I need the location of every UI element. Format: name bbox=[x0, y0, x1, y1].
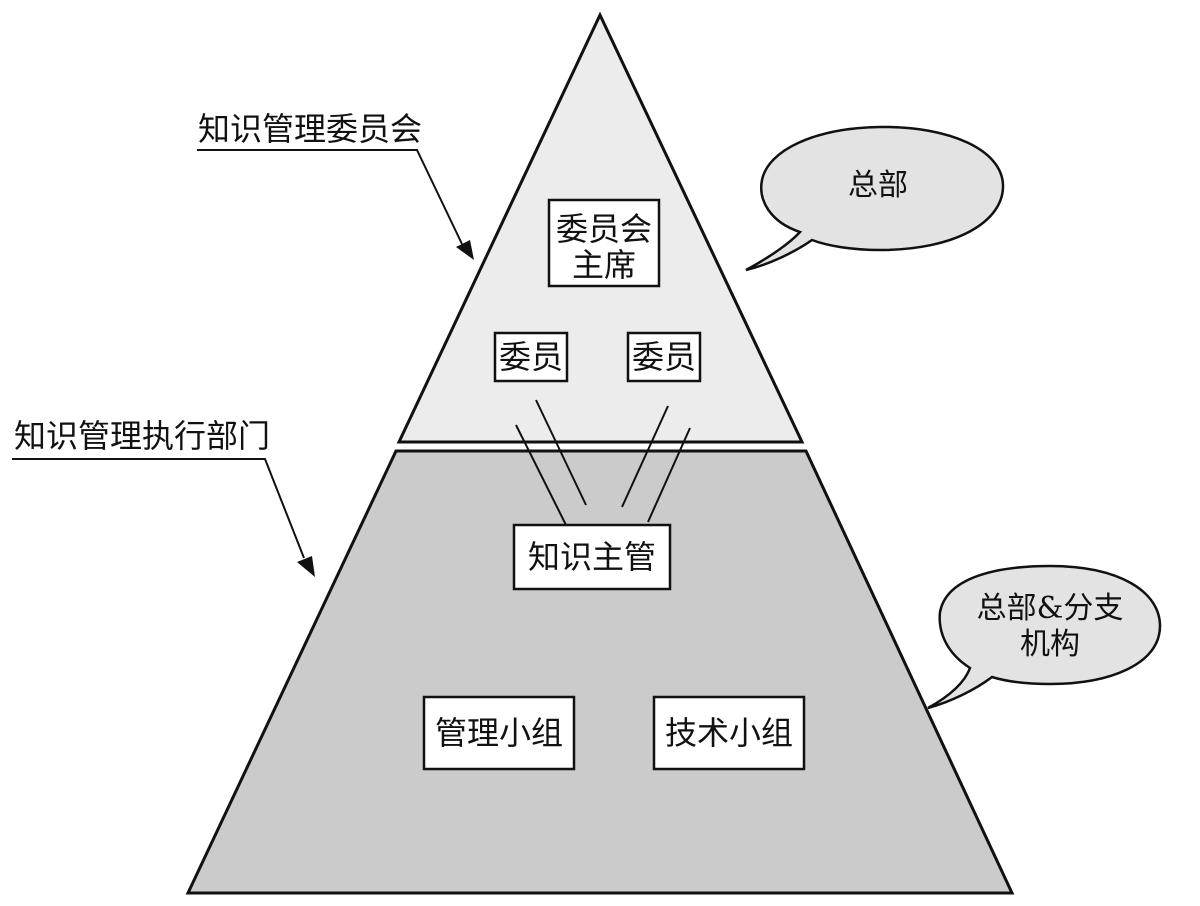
callout-headquarters: 总部 bbox=[745, 125, 1005, 272]
chairman-label-line1: 委员会 bbox=[556, 210, 652, 248]
technical-group-box: 技术小组 bbox=[652, 695, 806, 771]
execution-annotation: 知识管理执行部门 bbox=[12, 417, 315, 577]
hq-and-branch-label-line1: 总部&分支 bbox=[977, 591, 1124, 626]
technical-group-label: 技术小组 bbox=[665, 714, 793, 752]
connector-line bbox=[621, 405, 669, 508]
member-box-right: 委员 bbox=[626, 331, 702, 383]
connector-line bbox=[515, 424, 567, 526]
member-right-label: 委员 bbox=[632, 338, 696, 376]
execution-leader-line bbox=[12, 458, 305, 559]
chairman-box: 委员会 主席 bbox=[547, 198, 661, 288]
speech-bubble-icon bbox=[927, 564, 1162, 710]
member-box-left: 委员 bbox=[493, 331, 569, 383]
headquarters-label: 总部 bbox=[848, 168, 908, 203]
hq-and-branch-label-line2: 机构 bbox=[1020, 627, 1080, 662]
connector-line bbox=[535, 399, 587, 506]
committee-label: 知识管理委员会 bbox=[198, 110, 422, 148]
arrowhead-icon bbox=[456, 240, 474, 260]
connector-line bbox=[647, 427, 691, 523]
committee-leader-line bbox=[197, 149, 463, 245]
knowledge-manager-box: 知识主管 bbox=[512, 523, 672, 591]
connector-lines bbox=[515, 399, 691, 526]
committee-annotation: 知识管理委员会 bbox=[197, 110, 474, 260]
member-left-label: 委员 bbox=[499, 338, 563, 376]
pyramid-bottom-section bbox=[185, 449, 1015, 895]
arrowhead-icon bbox=[297, 556, 315, 577]
management-group-label: 管理小组 bbox=[435, 714, 563, 752]
callout-hq-and-branch: 总部&分支 机构 bbox=[927, 564, 1162, 710]
knowledge-manager-label: 知识主管 bbox=[528, 538, 656, 576]
management-group-box: 管理小组 bbox=[422, 695, 576, 771]
execution-dept-label: 知识管理执行部门 bbox=[14, 417, 270, 455]
speech-bubble-icon bbox=[745, 125, 1005, 272]
chairman-label-line2: 主席 bbox=[572, 246, 636, 284]
